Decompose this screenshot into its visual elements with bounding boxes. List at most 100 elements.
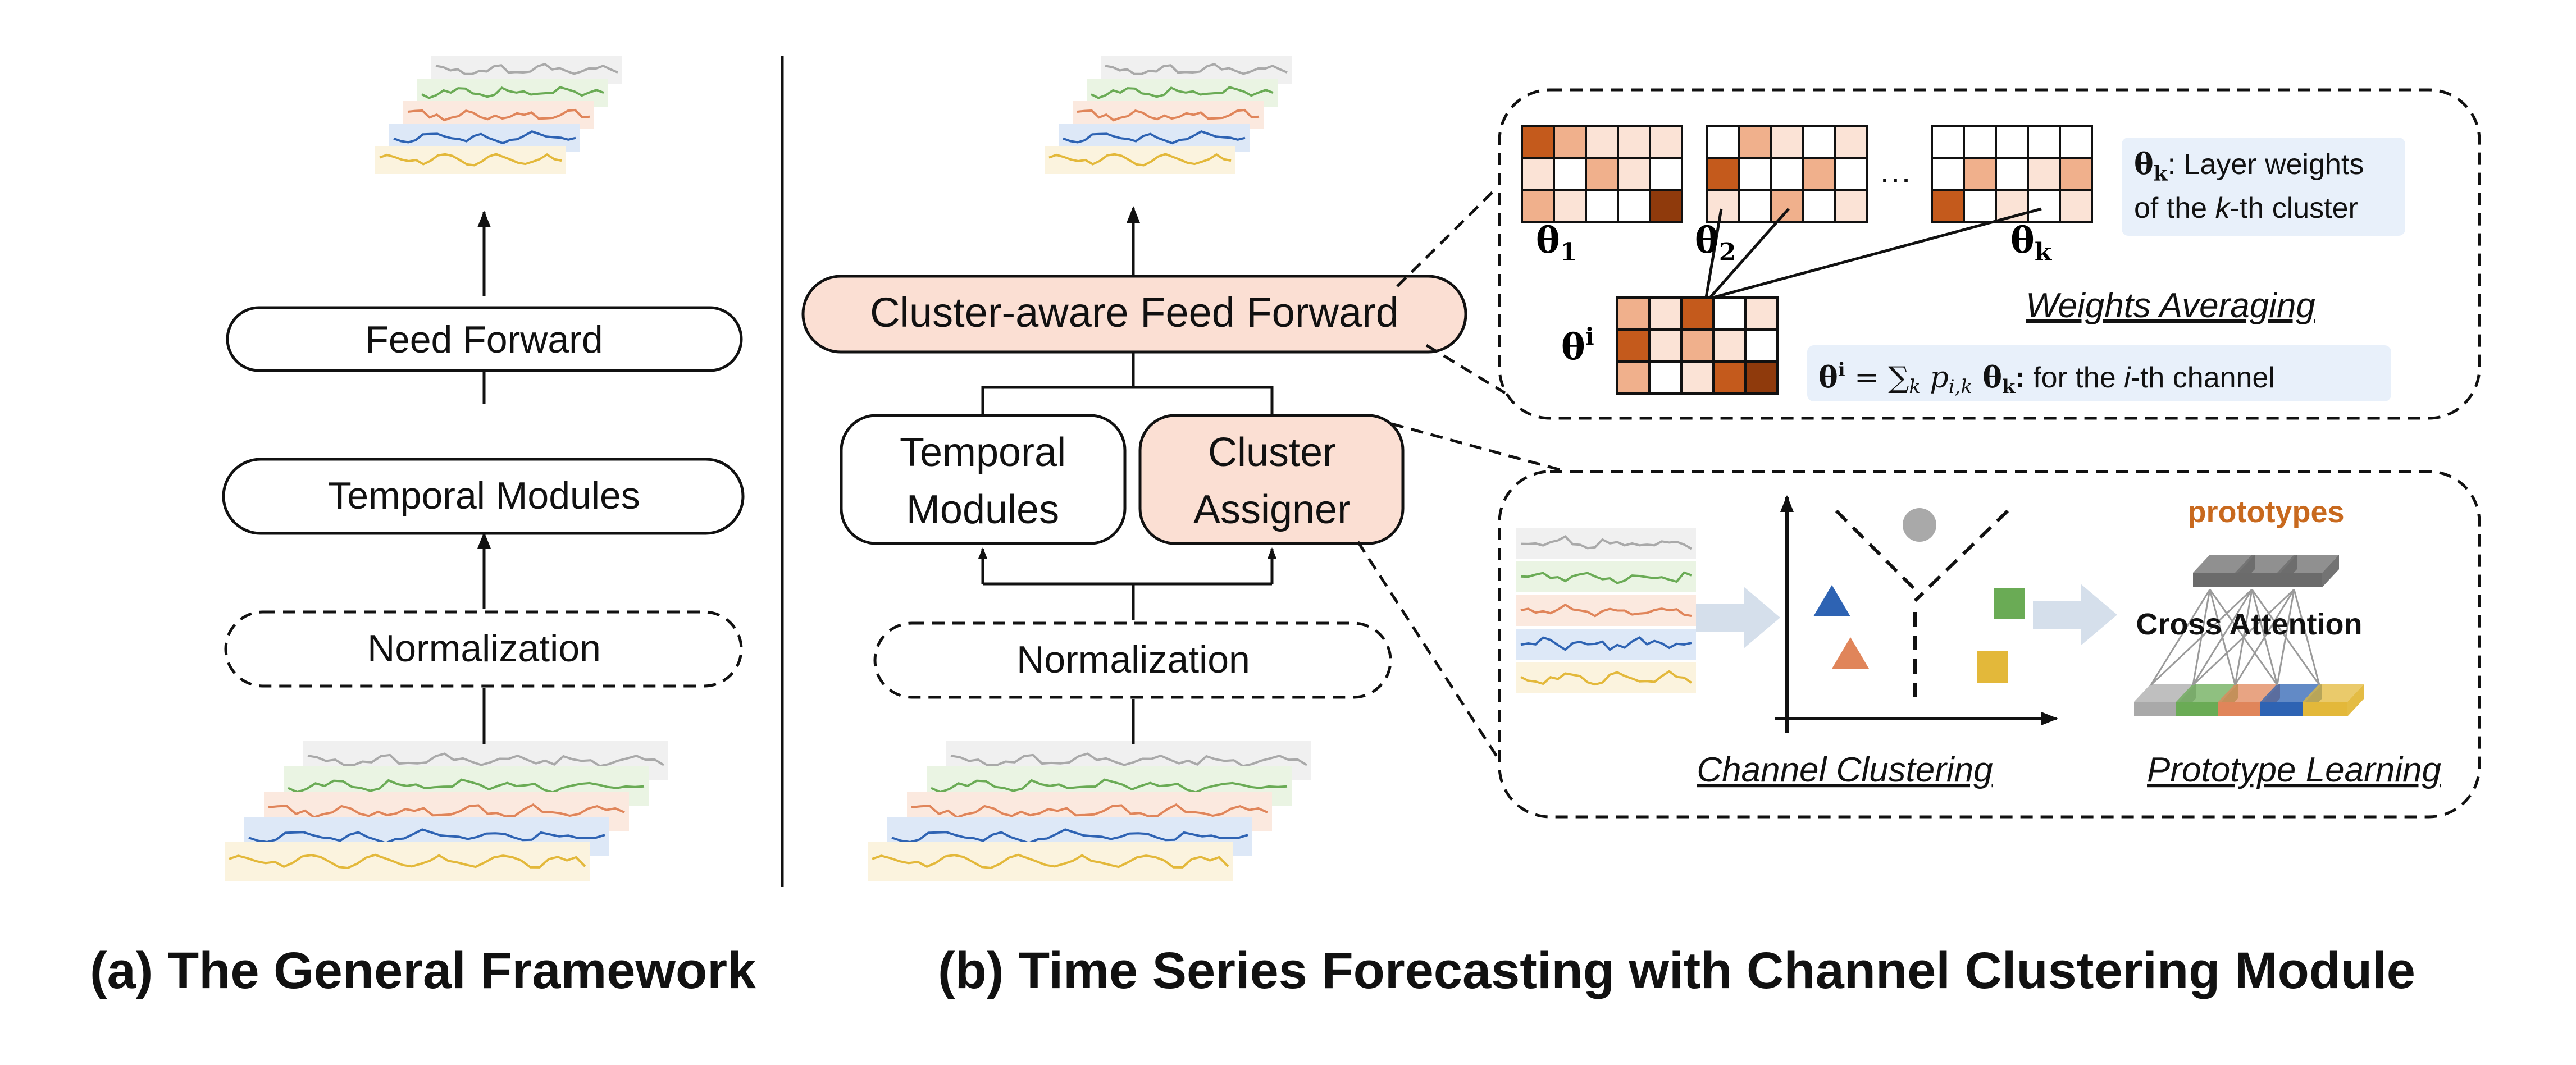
theta-2-matrix-cell — [1738, 157, 1772, 191]
series-stack-input-b — [868, 741, 1311, 881]
attention-edge — [2150, 589, 2211, 685]
series-line-green — [1091, 86, 1274, 99]
series-line-green — [1520, 571, 1692, 584]
zoom-line — [1396, 187, 1498, 287]
theta-2-matrix-cell — [1770, 189, 1804, 223]
attention-edge — [2209, 589, 2278, 685]
theta-2-label: θ2 — [1695, 220, 1736, 267]
prism-icon — [2235, 573, 2280, 587]
panel-a-caption: (a) The General Framework — [90, 942, 756, 999]
theta-2-matrix-cell — [1738, 189, 1772, 223]
series-line-blue — [393, 130, 576, 145]
theta-i-matrix-cell — [1744, 360, 1779, 395]
theta-1-matrix-cell — [1585, 157, 1619, 191]
prism-icon — [2218, 702, 2263, 716]
series-line-blue — [891, 828, 1248, 844]
zoom-line — [1356, 541, 1507, 770]
series-band-yellow — [225, 842, 590, 881]
theta-i-matrix-cell — [1680, 360, 1715, 395]
cluster-assigner-label-line2: Assigner — [1193, 487, 1351, 532]
theta-k-matrix-cell — [1963, 157, 1997, 191]
series-line-gray — [307, 752, 665, 767]
right-block-arrow-icon — [2033, 584, 2117, 646]
theta-2-matrix-cell — [1802, 189, 1836, 223]
connector-line — [1704, 208, 1723, 298]
theta-1-matrix-cell — [1553, 157, 1587, 191]
theta-k-matrix-cell — [1995, 189, 2029, 223]
theta-1-matrix-cell — [1617, 157, 1651, 191]
zoom-line — [1391, 422, 1567, 473]
series-line-yellow — [229, 853, 586, 870]
series-line-gray — [1520, 535, 1692, 550]
series-line-green — [931, 778, 1288, 794]
theta-k-matrix-cell — [1931, 157, 1965, 191]
cluster-assigner-label-line1: Cluster — [1208, 430, 1336, 475]
theta-i-matrix-cell — [1648, 328, 1683, 363]
theta-2-matrix-cell — [1834, 189, 1868, 223]
series-stack-output-a — [375, 56, 622, 174]
theta-i-matrix-cell — [1680, 328, 1715, 363]
triangle-icon — [1813, 585, 1850, 616]
prism-icon — [2193, 573, 2238, 587]
series-line-orange — [1077, 108, 1260, 122]
theta-k-matrix-cell — [2027, 189, 2061, 223]
theta-k-label: θk — [2010, 220, 2053, 267]
theta-2-matrix-cell — [1834, 125, 1868, 159]
cluster-assigner-node — [1138, 414, 1405, 545]
theta-2-matrix-cell — [1770, 157, 1804, 191]
panel-b-caption: (b) Time Series Forecasting with Channel… — [938, 942, 2415, 999]
attention-edge — [2251, 589, 2278, 685]
weights-averaging-title: Weights Averaging — [2026, 286, 2315, 325]
temporal-modules-node — [840, 414, 1127, 545]
series-line-yellow — [1520, 670, 1693, 686]
theta-1-matrix-cell — [1649, 157, 1683, 191]
normalization-node — [873, 621, 1392, 699]
attention-edge — [2293, 589, 2320, 685]
normalization-label: Normalization — [1016, 638, 1250, 681]
prism-icon — [2277, 573, 2322, 587]
prototype-learning-title: Prototype Learning — [2147, 751, 2441, 789]
theta-k-matrix-cell — [2059, 157, 2093, 191]
theta-1-matrix-cell — [1521, 157, 1555, 191]
series-line-gray — [1105, 62, 1288, 75]
channel-clustering-title: Channel Clustering — [1697, 751, 1993, 789]
prism-icon — [2347, 684, 2364, 716]
connector-line — [981, 386, 1274, 414]
prism-icon — [2277, 555, 2339, 573]
theta-i-matrix-cell — [1648, 360, 1683, 395]
theta-i-matrix-cell — [1744, 296, 1779, 331]
feed-forward-label: Feed Forward — [365, 318, 603, 361]
temporal-modules-node — [222, 458, 745, 535]
zoom-line — [1425, 344, 1506, 395]
right-block-arrow-icon — [1696, 587, 1780, 648]
theta-1-matrix-cell — [1521, 125, 1555, 159]
series-stack-input-a — [225, 741, 668, 881]
series-line-orange — [1520, 603, 1692, 618]
theta-1-matrix-cell — [1585, 125, 1619, 159]
temporal-modules-label-line1: Temporal — [900, 430, 1066, 475]
series-line-orange — [911, 803, 1268, 819]
theta-1-matrix-cell — [1553, 189, 1587, 223]
theta-i-matrix-cell — [1616, 328, 1651, 363]
theta-i-matrix-cell — [1712, 360, 1747, 395]
panel-b: Cluster-aware Feed Forward Temporal Modu… — [801, 56, 2415, 999]
cross-attention-label: Cross Attention — [2136, 607, 2363, 641]
temporal-modules-label-line2: Modules — [906, 487, 1059, 532]
attention-edge — [2251, 589, 2320, 685]
theta-k-matrix-cell — [2027, 157, 2061, 191]
connector-line — [1712, 207, 2042, 299]
legend-line-1: θk: Layer weights — [2134, 147, 2364, 186]
theta-k-matrix-cell — [2027, 125, 2061, 159]
series-line-orange — [407, 108, 590, 122]
feed-forward-node — [226, 306, 743, 372]
legend-line-2: of the k-th cluster — [2134, 192, 2358, 225]
series-line-gray — [435, 62, 618, 75]
theta-2-matrix-cell — [1802, 125, 1836, 159]
formula-panel — [1807, 345, 2391, 401]
normalization-label: Normalization — [367, 627, 601, 670]
series-line-blue — [248, 828, 605, 844]
triangle-icon — [1832, 637, 1869, 669]
series-band-yellow — [868, 842, 1233, 881]
